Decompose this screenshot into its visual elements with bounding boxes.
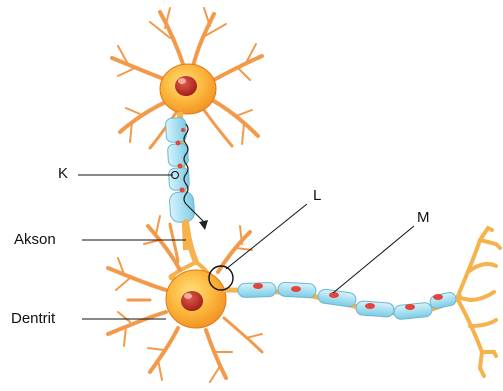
label-m: M — [417, 210, 430, 225]
lower-axon — [224, 228, 500, 376]
upper-nucleus — [175, 76, 197, 96]
upper-neuron — [112, 8, 262, 148]
label-dentrit: Dentrit — [11, 311, 55, 326]
label-k: K — [58, 166, 68, 181]
lower-nucleus — [181, 291, 203, 311]
label-l: L — [313, 188, 321, 203]
label-akson: Akson — [14, 232, 56, 247]
